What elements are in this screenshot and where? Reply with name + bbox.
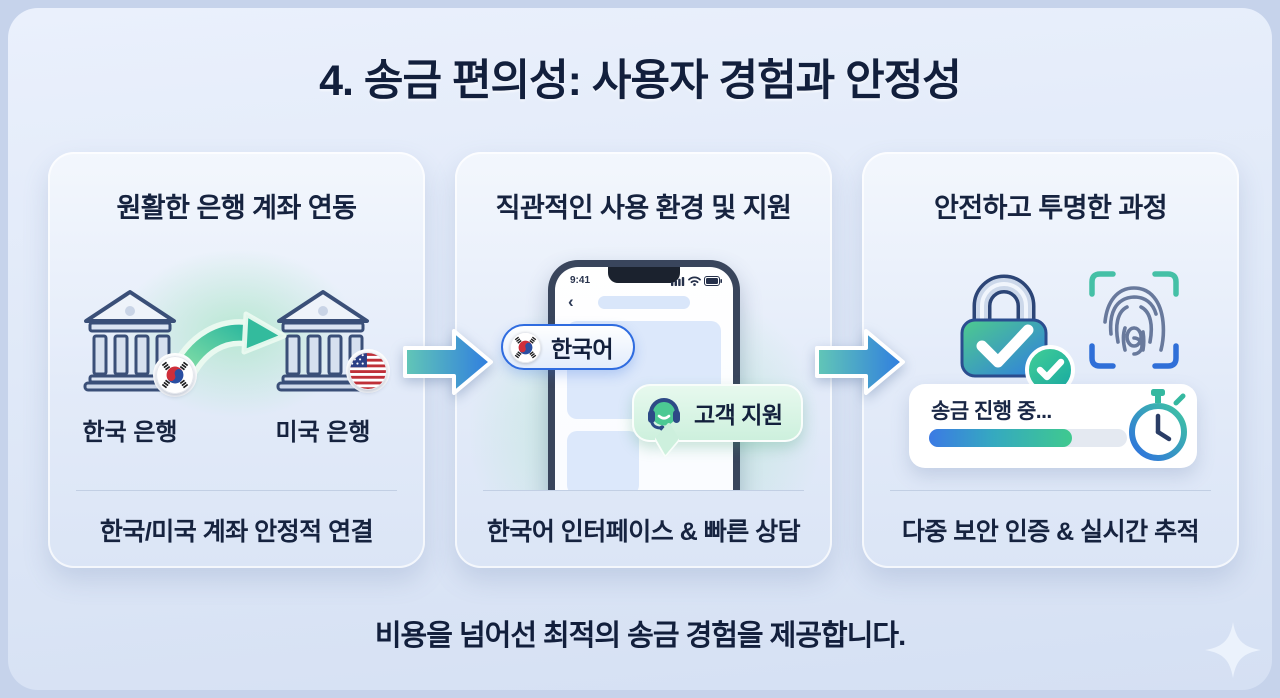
stopwatch-icon: [1125, 387, 1191, 463]
lock-icon: [948, 266, 1078, 396]
progress-track: [929, 429, 1127, 447]
back-chevron-icon[interactable]: ‹: [568, 293, 574, 310]
card3-header: 안전하고 투명한 과정: [862, 186, 1239, 225]
card-bank-linking: 원활한 은행 계좌 연동: [48, 152, 425, 568]
card-security-process: 안전하고 투명한 과정: [862, 152, 1239, 568]
support-chip[interactable]: 고객 지원: [632, 384, 803, 442]
card2-footer: 한국어 인터페이스 & 빠른 상담: [455, 491, 832, 568]
flow-arrow-icon: [814, 326, 906, 398]
phone-screen: 9:41: [555, 267, 733, 491]
card1-header: 원활한 은행 계좌 연동: [48, 186, 425, 225]
progress-fill: [929, 429, 1072, 447]
card3-graphic: 송금 진행 중...: [862, 238, 1239, 491]
status-icons: [671, 276, 722, 286]
card1-graphic: 한국 은행 미국 은행: [48, 238, 425, 491]
card3-footer: 다중 보안 인증 & 실시간 추적: [862, 491, 1239, 568]
phone-notch: [608, 267, 680, 283]
card-user-experience: 직관적인 사용 환경 및 지원 9:41: [455, 152, 832, 568]
page-title: 4. 송금 편의성: 사용자 경험과 안정성: [0, 46, 1280, 108]
status-time: 9:41: [570, 275, 590, 286]
signal-icon: [671, 276, 685, 286]
fingerprint-icon: [1084, 266, 1184, 374]
korea-flag-icon: [510, 332, 541, 363]
bank-right-label: 미국 은행: [243, 412, 403, 447]
language-chip[interactable]: 한국어: [501, 324, 635, 370]
korea-flag-icon: [156, 356, 194, 394]
language-chip-label: 한국어: [551, 330, 613, 364]
bank-left-label: 한국 은행: [50, 412, 210, 447]
battery-icon: [704, 276, 722, 286]
progress-label: 송금 진행 중...: [931, 395, 1052, 425]
content-placeholder-small: [567, 431, 639, 491]
headset-icon: [644, 393, 684, 433]
progress-card: 송금 진행 중...: [909, 384, 1197, 468]
screen-title-placeholder: [598, 296, 690, 309]
support-chip-label: 고객 지원: [694, 396, 783, 430]
bottom-caption: 비용을 넘어선 최적의 송금 경험을 제공합니다.: [0, 612, 1280, 654]
card2-graphic: 9:41: [455, 238, 832, 491]
card2-header: 직관적인 사용 환경 및 지원: [455, 186, 832, 225]
usa-flag-icon: [349, 352, 387, 390]
phone-mockup: 9:41: [548, 260, 740, 491]
sparkle-icon: [1205, 622, 1261, 678]
wifi-icon: [688, 276, 701, 286]
flow-arrow-icon: [402, 326, 494, 398]
card1-footer: 한국/미국 계좌 안정적 연결: [48, 491, 425, 568]
